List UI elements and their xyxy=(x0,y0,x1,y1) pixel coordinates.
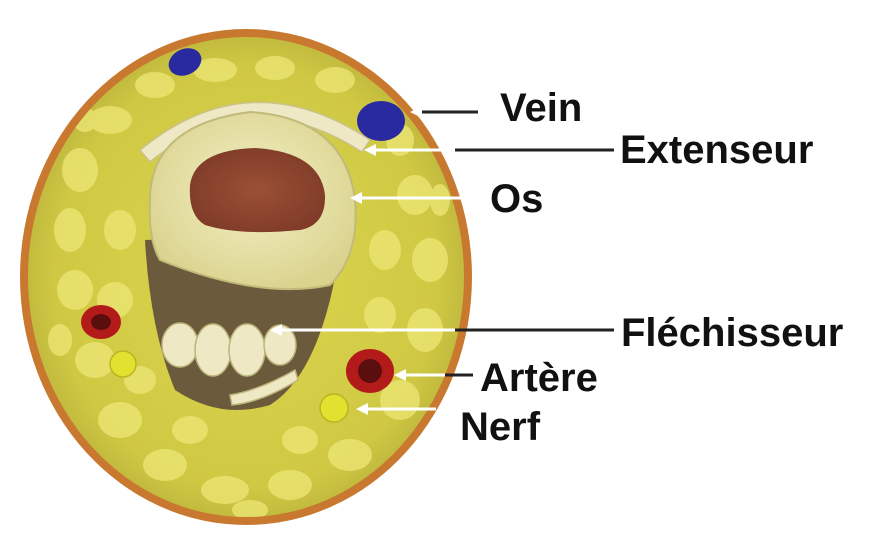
vein-right xyxy=(357,101,405,141)
label-nerve: Nerf xyxy=(460,405,541,449)
artery-right-lumen xyxy=(358,359,382,383)
nerve-right xyxy=(320,394,348,422)
artery-left-lumen xyxy=(91,314,111,330)
label-vein: Vein xyxy=(500,86,582,130)
label-flexor: Fléchisseur xyxy=(621,311,843,355)
label-artery: Artère xyxy=(480,356,598,400)
nerve-left xyxy=(110,351,136,377)
label-extensor: Extenseur xyxy=(620,128,813,172)
label-bone: Os xyxy=(490,177,543,221)
